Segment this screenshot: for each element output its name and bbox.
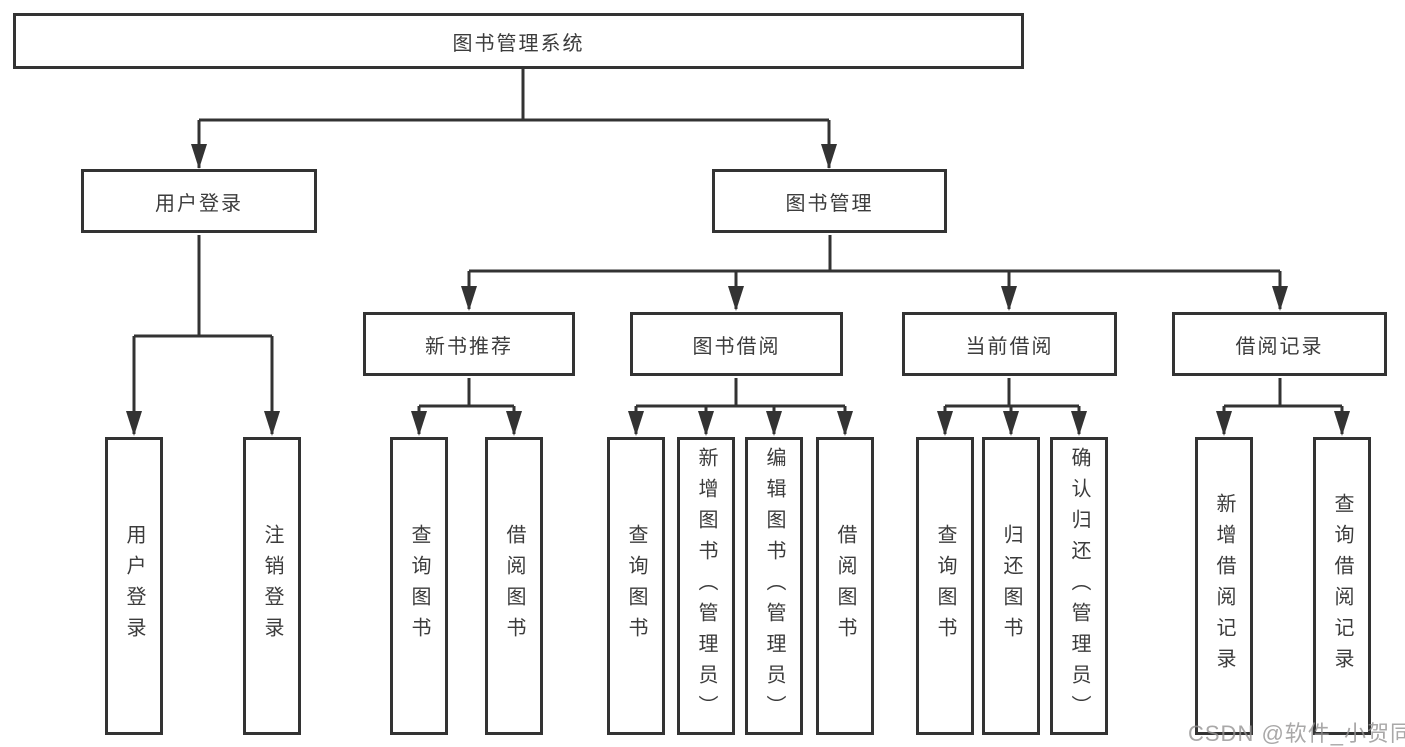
node-book-management-label: 图书管理 <box>785 192 874 215</box>
leaf-borrow-books-1: 借阅图书 <box>485 437 543 735</box>
leaf-search-books-1: 查询图书 <box>390 437 448 735</box>
leaf-search-books-3: 查询图书 <box>916 437 974 735</box>
leaf-logout: 注销登录 <box>243 437 301 735</box>
node-root-label: 图书管理系统 <box>452 32 585 55</box>
node-root: 图书管理系统 <box>13 13 1024 69</box>
leaf-confirm-return-admin: 确认归还（管理员） <box>1050 437 1108 735</box>
leaf-add-borrow-record-label: 新增借阅记录 <box>1213 493 1235 679</box>
node-book-management: 图书管理 <box>712 169 947 233</box>
leaf-edit-books-admin: 编辑图书（管理员） <box>745 437 803 735</box>
node-user-login-label: 用户登录 <box>155 192 243 215</box>
leaf-user-login: 用户登录 <box>105 437 163 735</box>
leaf-search-books-3-label: 查询图书 <box>934 524 956 648</box>
leaf-user-login-label: 用户登录 <box>123 524 145 648</box>
leaf-search-books-1-label: 查询图书 <box>408 524 430 648</box>
leaf-search-books-2: 查询图书 <box>607 437 665 735</box>
node-book-borrowing: 图书借阅 <box>630 312 843 376</box>
leaf-logout-label: 注销登录 <box>261 524 283 648</box>
leaf-search-books-2-label: 查询图书 <box>625 524 647 648</box>
leaf-add-books-admin: 新增图书（管理员） <box>677 437 735 735</box>
leaf-return-books: 归还图书 <box>982 437 1040 735</box>
node-user-login: 用户登录 <box>81 169 317 233</box>
node-new-book-recommend-label: 新书推荐 <box>425 335 513 358</box>
watermark: CSDN @软件_小贺同学 <box>1188 721 1405 746</box>
node-borrow-records: 借阅记录 <box>1172 312 1387 376</box>
leaf-edit-books-admin-label: 编辑图书（管理员） <box>763 446 785 726</box>
node-borrow-records-label: 借阅记录 <box>1235 335 1324 358</box>
node-new-book-recommend: 新书推荐 <box>363 312 575 376</box>
leaf-search-borrow-record: 查询借阅记录 <box>1313 437 1371 735</box>
leaf-borrow-books-2-label: 借阅图书 <box>834 524 856 648</box>
leaf-borrow-books-1-label: 借阅图书 <box>503 524 525 648</box>
leaf-borrow-books-2: 借阅图书 <box>816 437 874 735</box>
node-current-borrowing: 当前借阅 <box>902 312 1117 376</box>
leaf-search-borrow-record-label: 查询借阅记录 <box>1331 493 1353 679</box>
leaf-return-books-label: 归还图书 <box>1000 524 1022 648</box>
leaf-add-borrow-record: 新增借阅记录 <box>1195 437 1253 735</box>
leaf-confirm-return-admin-label: 确认归还（管理员） <box>1068 446 1090 726</box>
node-book-borrowing-label: 图书借阅 <box>692 335 781 358</box>
node-current-borrowing-label: 当前借阅 <box>965 335 1054 358</box>
leaf-add-books-admin-label: 新增图书（管理员） <box>695 446 717 726</box>
